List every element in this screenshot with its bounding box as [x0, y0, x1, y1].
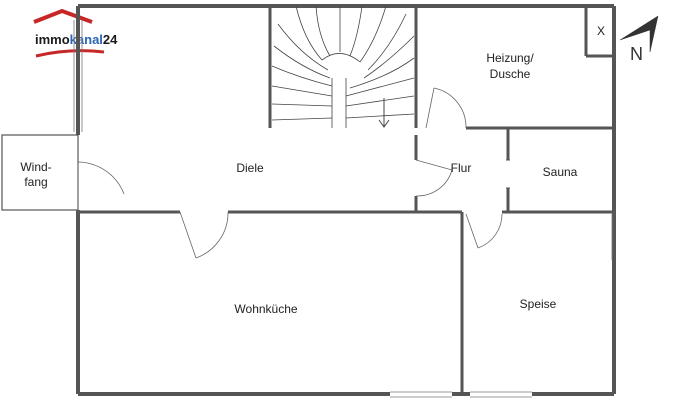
- sauna-label: Sauna: [543, 165, 578, 179]
- wohnkueche-label: Wohnküche: [234, 302, 297, 316]
- windfang-label-line1: Wind-: [20, 160, 51, 174]
- heizung-label-line1: Heizung/: [486, 51, 534, 65]
- logo-text-24: 24: [103, 32, 118, 47]
- windfang-label-line2: fang: [24, 175, 47, 189]
- heizung-label-line2: Dusche: [490, 67, 531, 81]
- north-compass-icon: N: [619, 15, 659, 64]
- doors: [77, 87, 510, 259]
- logo-text-immo: immo: [35, 32, 70, 47]
- logo-swoosh-icon: [35, 49, 105, 58]
- x-mark-label: X: [597, 24, 605, 38]
- logo-roof-icon: [33, 8, 93, 24]
- windfang-room: Wind- fang: [1, 134, 79, 211]
- logo-text-kanal: kanal: [70, 32, 103, 47]
- speise-label: Speise: [520, 297, 557, 311]
- staircase: [271, 5, 415, 128]
- flur-label: Flur: [451, 161, 472, 175]
- interior-walls: [78, 6, 614, 394]
- diele-label: Diele: [236, 161, 264, 175]
- compass-label: N: [630, 44, 643, 64]
- windows: [73, 20, 613, 398]
